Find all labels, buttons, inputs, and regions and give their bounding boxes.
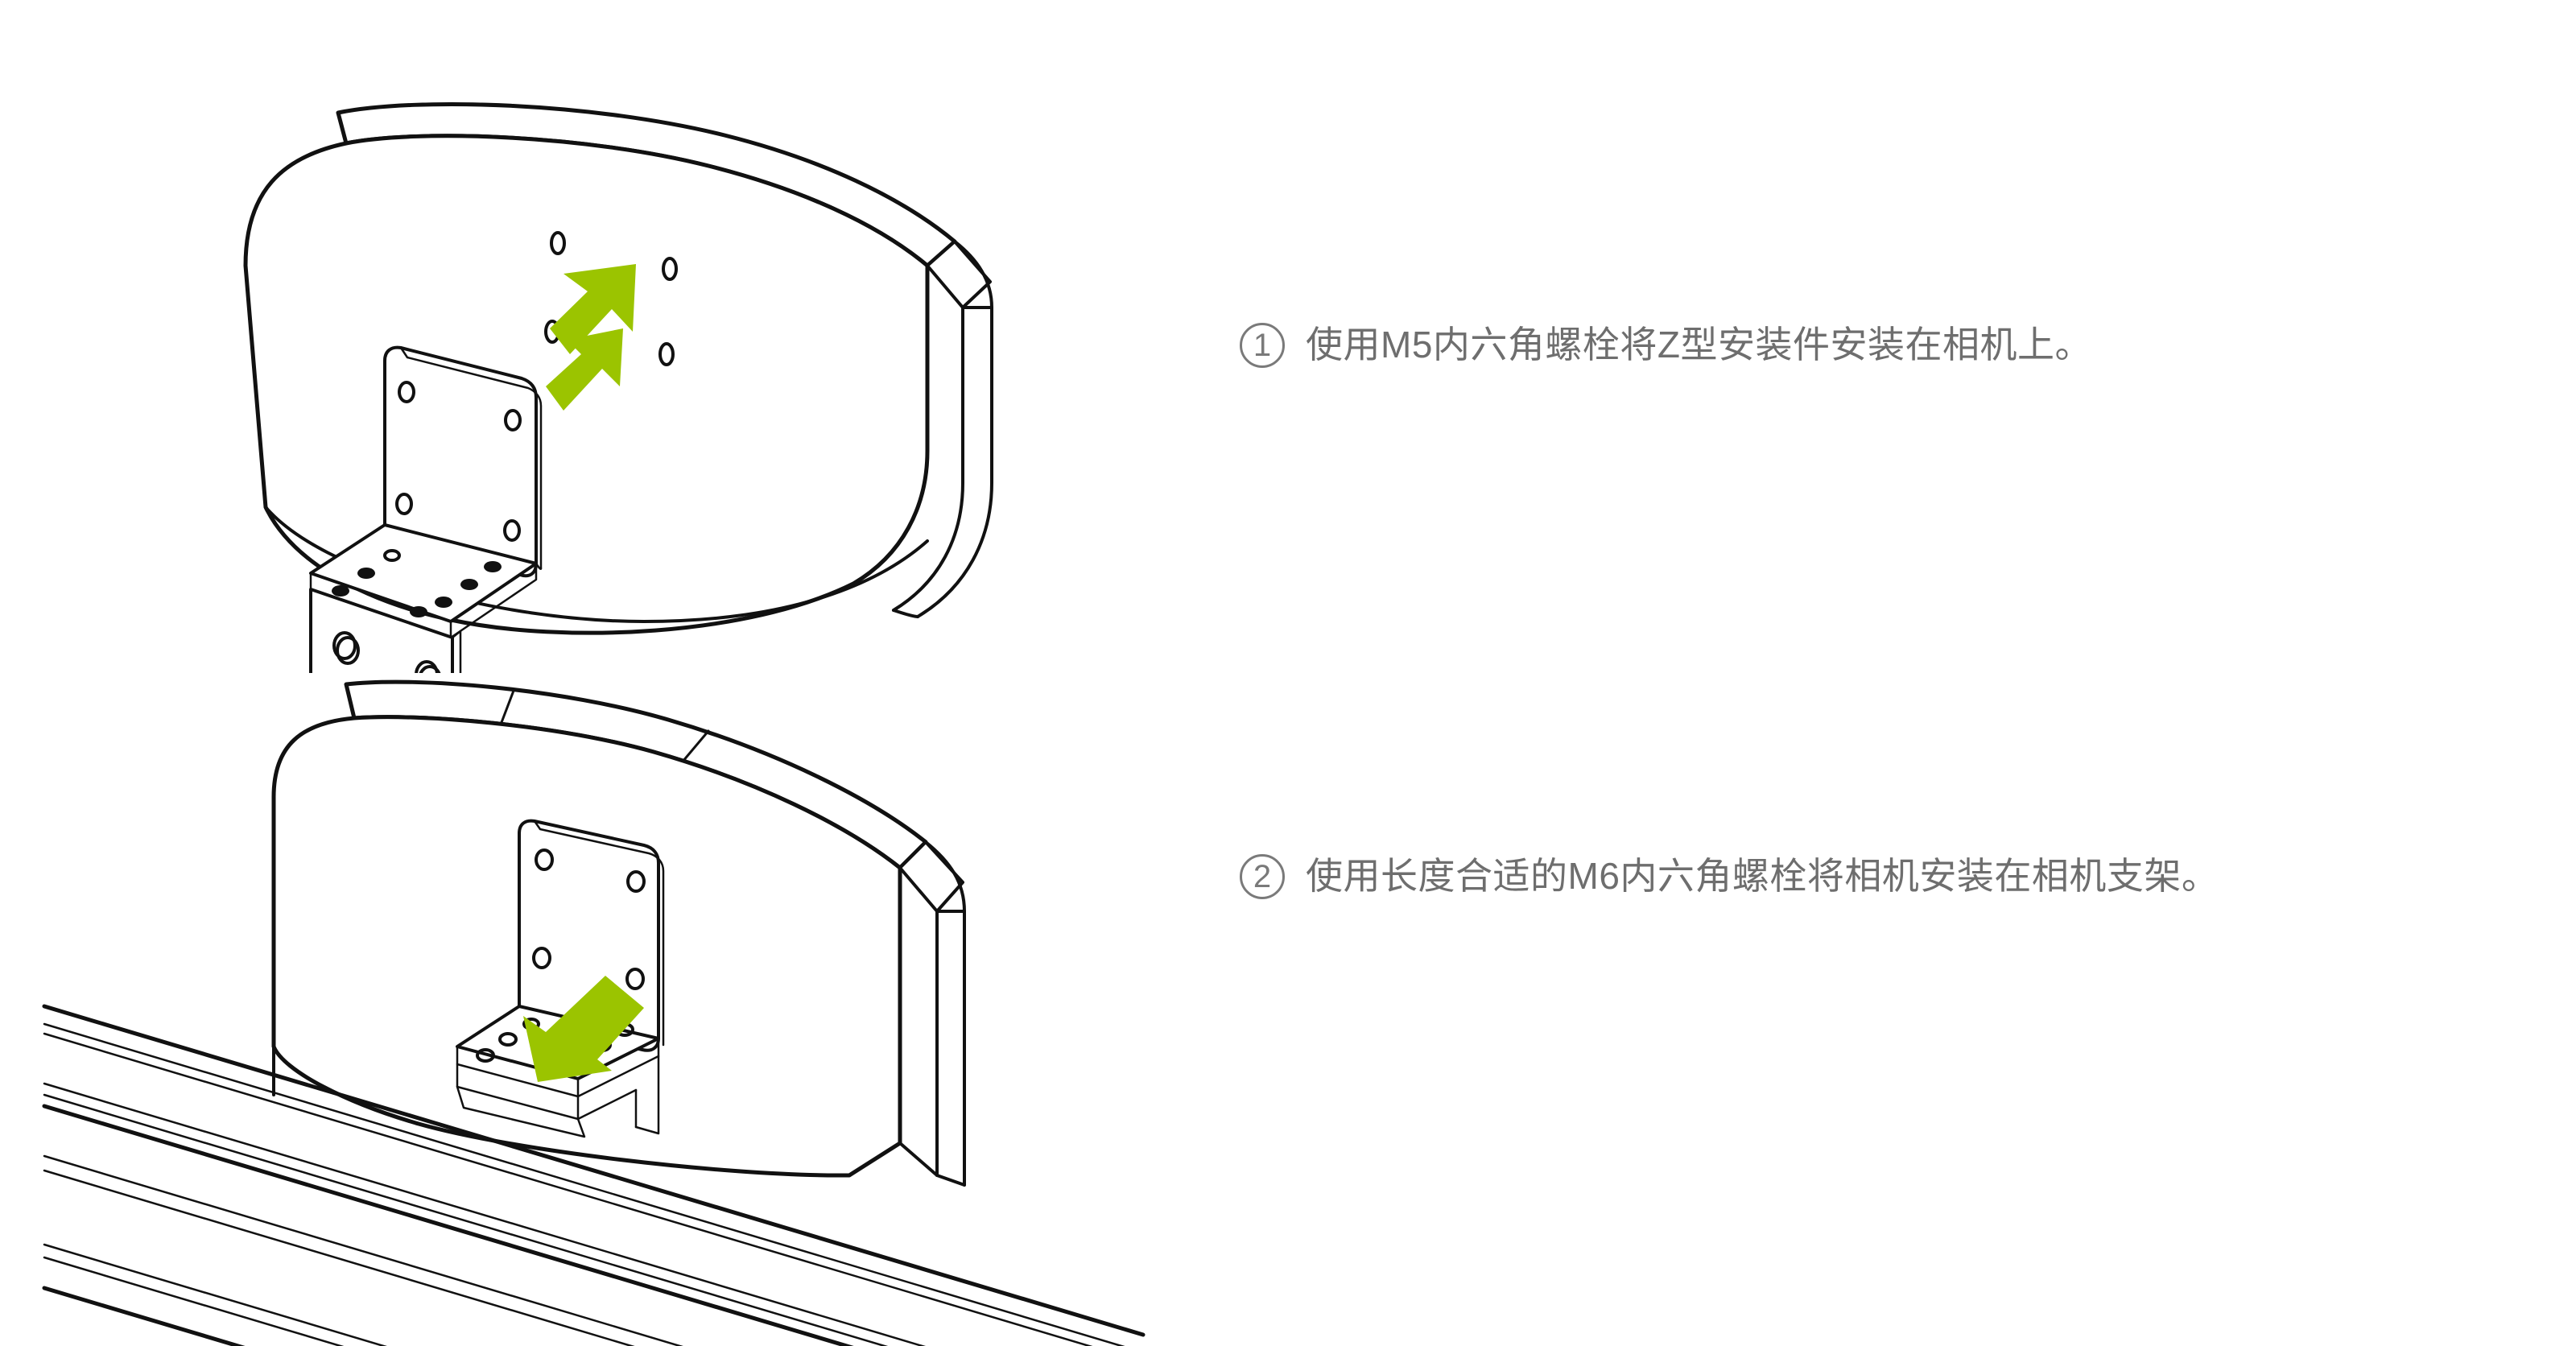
bracket-rail-plate-hole-2: [498, 1032, 518, 1047]
arrow-up-right-shape: [546, 328, 623, 411]
bracket-rail-hole-4: [625, 968, 645, 990]
camera-left-edge: [244, 142, 348, 267]
step-row-1: 1 使用M5内六角螺栓将Z型安装件安装在相机上。: [0, 0, 2576, 673]
camera-right-side: [916, 306, 993, 618]
arrow-up-right: [550, 264, 636, 354]
camera-left-edge-rail: [272, 716, 356, 799]
direction-arrow-icon: [546, 264, 636, 411]
camera-hole-bottom-right: [658, 342, 675, 366]
rail-edge-b3: [42, 1104, 854, 1346]
bracket-lower-hole-2b: [419, 665, 441, 673]
step-row-2: 2 使用长度合适的M6内六角螺栓将相机安装在相机支架。: [0, 612, 2576, 1346]
camera-rail-illustration: [42, 679, 1146, 1346]
step-text-2: 使用长度合适的M6内六角螺栓将相机安装在相机支架。: [1306, 855, 2219, 897]
rail-edge-b1: [43, 1082, 927, 1346]
rail-edge-d3: [42, 1286, 246, 1346]
bracket-upper-hole-4: [503, 519, 521, 542]
bracket-rail-hole-2: [626, 870, 646, 893]
camera-face-right-round: [852, 449, 929, 585]
bracket-middle-hole-7: [410, 606, 427, 617]
rail-edge-c2: [43, 1169, 635, 1346]
bracket-shim-block-2: [456, 1085, 586, 1138]
camera-hole-top-left: [550, 231, 566, 255]
bracket-middle-hole-6: [435, 597, 452, 608]
camera-hole-top-right: [662, 257, 678, 281]
bracket-middle-hole-1: [383, 549, 401, 562]
bracket-lower-hole-1b: [336, 636, 360, 665]
camera-cap-divider-1: [499, 689, 515, 726]
bracket-vertical-plate-thickness-rail: [533, 820, 665, 1047]
rail-edge-b2: [43, 1093, 889, 1346]
bracket-lower-plate: [309, 588, 454, 673]
bracket-lower-hole-2: [415, 660, 439, 673]
rail-edge-a3: [43, 1032, 1093, 1346]
step-caption-2: 2 使用长度合适的M6内六角螺栓将相机安装在相机支架。: [1240, 853, 2219, 900]
bracket-tab-down-outer: [634, 1055, 660, 1135]
bracket-shim-block-1-right: [576, 1088, 638, 1121]
rail-edge-a1: [42, 1004, 1146, 1337]
arrow-down-left: [523, 976, 644, 1082]
bracket-upper-hole-3: [395, 493, 413, 515]
camera-corner-chamfer: [926, 240, 992, 309]
rail-edge-a2: [43, 1022, 1125, 1346]
bracket-middle-hole-4: [484, 561, 502, 572]
camera-right-side-rail: [935, 910, 966, 1187]
direction-arrow-icon-2: [523, 976, 644, 1082]
bracket-shim-block-1: [456, 1063, 580, 1121]
caption-cell-2: 2 使用长度合适的M6内六角螺栓将相机安装在相机支架。: [1167, 612, 2576, 1346]
bracket-middle-hole-3: [332, 585, 349, 597]
step-number-1: 1: [1240, 322, 1285, 368]
bracket-middle-plate-right-thickness: [449, 562, 538, 639]
step-number-2: 2: [1240, 853, 1285, 899]
camera-right-inner-edge: [892, 306, 964, 612]
z-mounting-bracket: [309, 345, 543, 673]
camera-corner-round: [953, 240, 993, 309]
step-caption-1: 1 使用M5内六角螺栓将Z型安装件安装在相机上。: [1240, 322, 2092, 369]
bracket-lower-holes: [332, 631, 441, 673]
camera-cap-divider-2: [681, 729, 710, 763]
bracket-rail-plate-hole-3: [476, 1048, 495, 1063]
camera-mounting-holes: [544, 231, 678, 366]
bracket-plate-thickness-rail: [456, 1045, 580, 1098]
bracket-upper-hole-2: [504, 409, 522, 431]
bracket-rail-hole-1: [535, 848, 554, 871]
rail-edge-d2: [43, 1256, 345, 1346]
bracket-upper-hole-1: [398, 381, 415, 403]
bracket-lower-hole-1: [332, 631, 357, 660]
bracket-rail-hole-3: [532, 947, 551, 969]
figure-camera-on-rail: [0, 612, 1167, 1346]
bracket-middle-hole-5: [460, 579, 478, 590]
camera-z-bracket-illustration: [243, 101, 993, 673]
rail-edge-c1: [43, 1154, 683, 1346]
bracket-middle-hole-2: [357, 568, 375, 579]
camera-corner-round-rail: [924, 840, 966, 913]
camera-bottom-right-join: [892, 609, 919, 618]
camera-right-bottom-rail: [898, 1142, 966, 1187]
bracket-upper-plate-thickness: [399, 346, 543, 570]
step-text-1: 使用M5内六角螺栓将Z型安装件安装在相机上。: [1306, 324, 2092, 365]
rail-edge-d1: [43, 1243, 387, 1346]
camera-corner-chamfer-rail: [898, 840, 964, 913]
figure-camera-with-z-bracket: [0, 0, 1167, 673]
aluminium-extrusion-rail: [42, 1004, 1146, 1346]
caption-cell-1: 1 使用M5内六角螺栓将Z型安装件安装在相机上。: [1167, 0, 2576, 673]
